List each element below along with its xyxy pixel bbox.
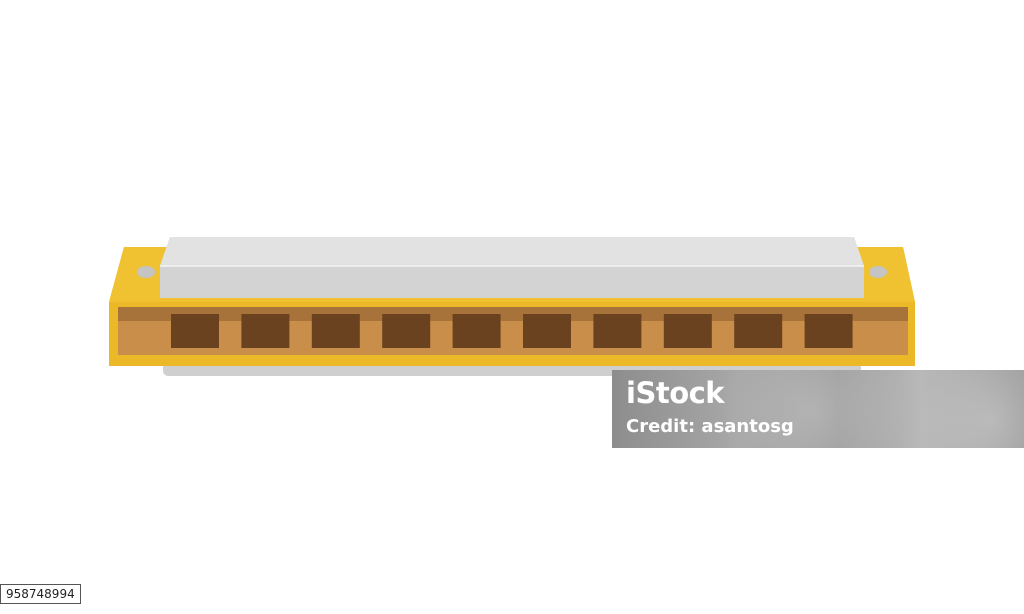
- image-id-label: 958748994: [0, 584, 81, 604]
- harmonica-hole: [734, 314, 783, 348]
- harmonica-hole: [804, 314, 853, 348]
- harmonica-hole: [311, 314, 360, 348]
- harmonica-hole: [171, 314, 219, 348]
- watermark-credit: Credit: asantosg: [626, 416, 794, 437]
- harmonica-cover-top: [160, 237, 864, 266]
- left-screw-icon: [137, 266, 155, 278]
- harmonica-hole: [452, 314, 501, 348]
- harmonica-hole: [593, 314, 642, 348]
- watermark-logo: iStock: [626, 376, 725, 410]
- right-screw-icon: [869, 266, 887, 278]
- harmonica-hole: [382, 314, 431, 348]
- harmonica-body-shade: [118, 307, 908, 321]
- harmonica-hole: [523, 314, 571, 348]
- harmonica-holes: [171, 314, 853, 348]
- watermark-banner: iStock Credit: asantosg: [612, 370, 1024, 448]
- harmonica-hole: [663, 314, 712, 348]
- harmonica-hole: [241, 314, 290, 348]
